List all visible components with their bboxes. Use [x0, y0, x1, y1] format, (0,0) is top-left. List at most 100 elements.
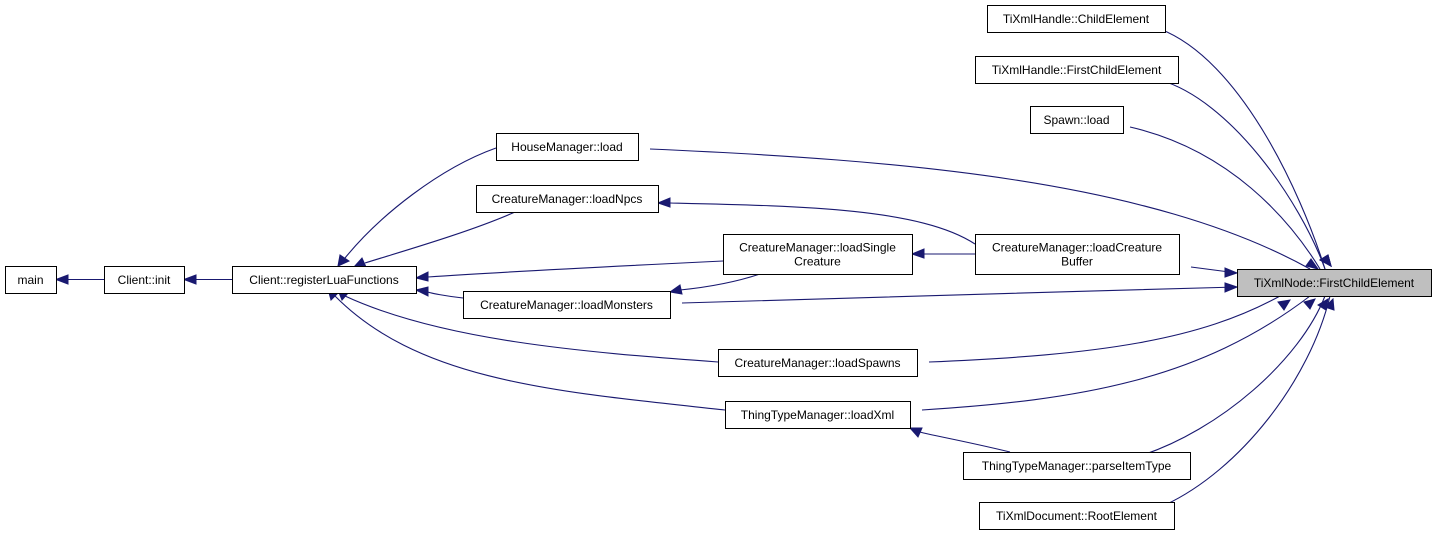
node-box[interactable]	[723, 234, 913, 275]
node-load-spawns[interactable]: CreatureManager::loadSpawns	[718, 349, 918, 377]
node-doc-root[interactable]: TiXmlDocument::RootElement	[979, 502, 1175, 530]
node-label: ThingTypeManager::loadXml	[741, 408, 894, 422]
arrowhead	[337, 254, 351, 267]
node-label: Client::init	[118, 273, 171, 287]
node-register-lua[interactable]: Client::registerLuaFunctions	[232, 266, 417, 294]
node-handle-first[interactable]: TiXmlHandle::FirstChildElement	[975, 56, 1179, 84]
node-box[interactable]	[1237, 269, 1432, 297]
edge-load-buffer-to-load-npcs	[656, 197, 976, 245]
edge-first-child-to-handle-child	[1159, 28, 1332, 270]
edge-line	[679, 273, 761, 291]
edge-line	[919, 431, 1011, 453]
node-spawn-load[interactable]: Spawn::load	[1030, 106, 1124, 134]
arrowhead	[1324, 297, 1335, 311]
node-box[interactable]	[725, 401, 911, 429]
node-label: TiXmlNode::FirstChildElement	[1254, 276, 1415, 290]
edge-line	[1159, 28, 1326, 270]
node-first-child[interactable]: TiXmlNode::FirstChildElement	[1237, 269, 1432, 297]
edge-parse-item-to-load-xml	[908, 427, 1011, 453]
edge-register-lua-to-client-init	[182, 274, 232, 285]
node-box[interactable]	[963, 452, 1191, 480]
arrowhead	[1303, 298, 1316, 310]
arrowhead	[414, 286, 429, 297]
node-box[interactable]	[979, 502, 1175, 530]
arrowhead	[1224, 267, 1239, 278]
node-label: TiXmlDocument::RootElement	[996, 509, 1158, 523]
edge-first-child-to-house-load	[649, 148, 1320, 270]
node-box[interactable]	[104, 266, 185, 294]
node-load-xml[interactable]: ThingTypeManager::loadXml	[725, 401, 911, 429]
node-label: Client::registerLuaFunctions	[249, 273, 398, 287]
arrowhead	[1305, 258, 1320, 270]
edges-layer	[54, 28, 1335, 506]
node-load-npcs[interactable]: CreatureManager::loadNpcs	[476, 185, 659, 213]
node-box[interactable]	[232, 266, 417, 294]
edge-first-child-to-handle-first	[1159, 79, 1332, 270]
arrowhead	[1277, 299, 1291, 311]
node-label: TiXmlHandle::ChildElement	[1003, 12, 1150, 26]
edge-line	[681, 286, 1238, 304]
edge-load-buffer-to-load-single	[910, 248, 975, 259]
node-house-load[interactable]: HouseManager::load	[496, 133, 639, 161]
edge-client-init-to-main	[54, 274, 104, 285]
node-box[interactable]	[987, 5, 1166, 33]
edge-line	[427, 291, 464, 299]
node-parse-item[interactable]: ThingTypeManager::parseItemType	[963, 452, 1191, 480]
edge-line	[334, 295, 726, 411]
node-box[interactable]	[975, 234, 1180, 275]
edge-line	[669, 202, 976, 245]
node-label: HouseManager::load	[511, 140, 622, 154]
node-label: Spawn::load	[1043, 113, 1109, 127]
edge-line	[928, 295, 1281, 363]
arrowhead	[908, 427, 923, 438]
edge-line	[921, 295, 1311, 411]
edge-first-child-to-load-xml	[921, 295, 1316, 411]
edge-line	[364, 211, 516, 264]
arrowhead	[1319, 254, 1332, 268]
node-load-monsters[interactable]: CreatureManager::loadMonsters	[463, 291, 671, 319]
edge-first-child-to-load-spawns	[928, 295, 1291, 363]
edge-first-child-to-doc-root	[1164, 295, 1335, 506]
node-box[interactable]	[496, 133, 639, 161]
arrowhead	[414, 271, 429, 282]
node-box[interactable]	[476, 185, 659, 213]
edge-line	[649, 148, 1311, 270]
edge-load-monsters-to-register-lua	[414, 286, 464, 299]
node-box[interactable]	[975, 56, 1179, 84]
node-handle-child[interactable]: TiXmlHandle::ChildElement	[987, 5, 1166, 33]
edge-first-child-to-load-monsters	[681, 282, 1239, 304]
edge-line	[427, 260, 724, 278]
node-client-init[interactable]: Client::init	[104, 266, 185, 294]
arrowhead	[54, 274, 69, 285]
node-label: TiXmlHandle::FirstChildElement	[992, 63, 1162, 77]
arrowhead	[656, 197, 671, 208]
node-box[interactable]	[463, 291, 671, 319]
node-box[interactable]	[718, 349, 918, 377]
arrowhead	[352, 257, 367, 268]
edge-first-child-to-spawn-load	[1129, 126, 1332, 270]
edge-house-load-to-register-lua	[337, 147, 497, 267]
node-label: CreatureManager::loadSpawns	[734, 356, 900, 370]
nodes-layer: main Client::init Client::registerLuaFunct…	[5, 5, 1432, 530]
node-label: CreatureManager::loadNpcs	[492, 192, 643, 206]
edge-line	[344, 147, 497, 259]
node-box[interactable]	[1030, 106, 1124, 134]
node-label: CreatureManager::loadMonsters	[480, 298, 653, 312]
edge-line	[1159, 79, 1326, 270]
edge-first-child-to-parse-item	[1139, 295, 1329, 457]
edge-line	[1129, 126, 1321, 270]
arrowhead	[1224, 282, 1239, 293]
edge-first-child-to-load-buffer	[1190, 266, 1239, 278]
edge-load-single-to-load-monsters	[668, 273, 761, 295]
edge-line	[1164, 295, 1331, 506]
edge-line	[344, 295, 719, 363]
edge-load-single-to-register-lua	[414, 260, 724, 282]
arrowhead	[182, 274, 197, 285]
node-box[interactable]	[5, 266, 57, 294]
node-main[interactable]: main	[5, 266, 57, 294]
